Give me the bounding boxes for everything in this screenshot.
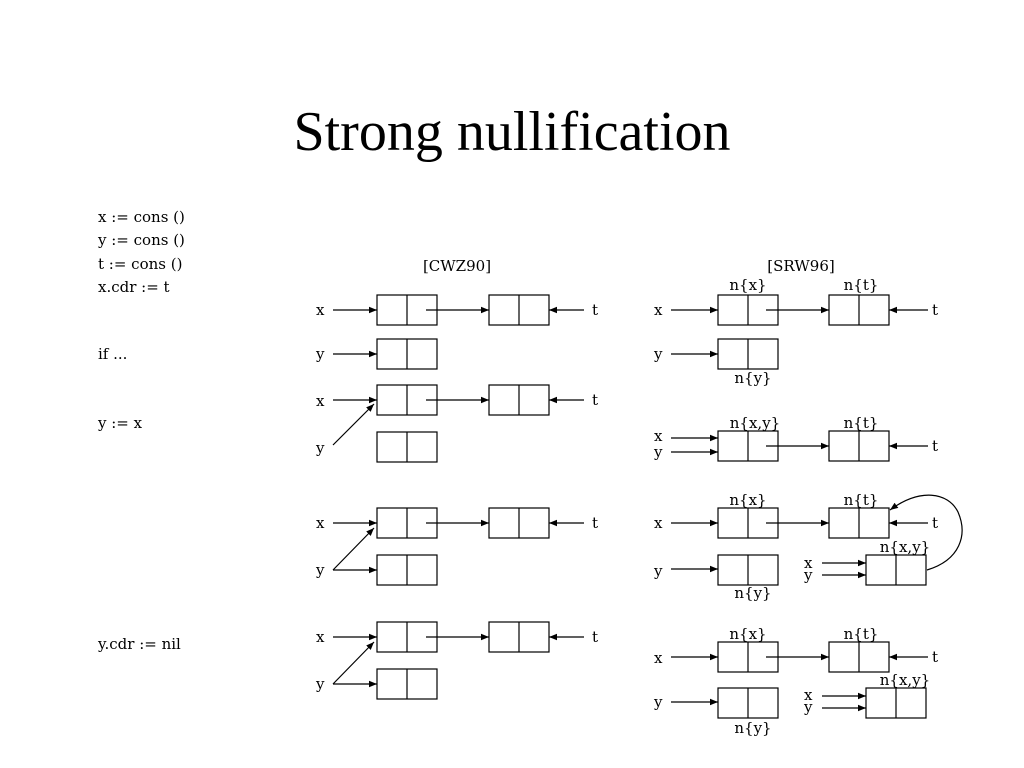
cons-cell	[828, 430, 890, 462]
cons-cell	[488, 507, 550, 539]
code-line: y := cons ()	[98, 231, 185, 249]
slide-title: Strong nullification	[293, 101, 731, 163]
cons-cell	[717, 554, 779, 586]
cons-cell	[865, 687, 927, 719]
var-label-y: y	[653, 693, 663, 711]
cons-cell	[488, 294, 550, 326]
cons-cell	[828, 294, 890, 326]
pointer-arrow	[889, 494, 963, 571]
cons-cell	[828, 507, 890, 539]
code-line: y.cdr := nil	[98, 635, 181, 653]
code-line: x.cdr := t	[98, 278, 170, 296]
var-label-x: x	[654, 649, 663, 667]
summary-node-label: n{y}	[734, 584, 771, 602]
summary-node-label: n{x,y}	[730, 414, 780, 432]
cons-cell	[376, 554, 438, 586]
var-label-y: y	[653, 345, 663, 363]
var-label-y: y	[315, 561, 325, 579]
var-label-y: y	[803, 698, 813, 716]
var-label-x: x	[316, 392, 325, 410]
var-label-y: y	[315, 675, 325, 693]
cons-cell	[717, 687, 779, 719]
var-label-x: x	[316, 301, 325, 319]
summary-node-label: n{t}	[844, 625, 879, 643]
var-label-x: x	[804, 554, 813, 572]
summary-node-label: n{x}	[729, 276, 766, 294]
var-label-x: x	[654, 427, 663, 445]
summary-node-label: n{x}	[729, 625, 766, 643]
var-label-t: t	[932, 301, 938, 319]
var-label-x: x	[804, 686, 813, 704]
cons-cell	[717, 338, 779, 370]
cons-cell	[488, 384, 550, 416]
summary-node-label: n{t}	[844, 491, 879, 509]
var-label-t: t	[932, 648, 938, 666]
pointer-arrow	[332, 527, 375, 571]
var-label-y: y	[803, 566, 813, 584]
cons-cell	[376, 668, 438, 700]
pointer-arrow	[332, 403, 375, 446]
summary-node-label: n{y}	[734, 369, 771, 387]
cons-cell	[828, 641, 890, 673]
var-label-y: y	[653, 562, 663, 580]
column-header-srw96: [SRW96]	[767, 257, 834, 275]
var-label-x: x	[316, 514, 325, 532]
summary-node-label: n{x,y}	[880, 671, 930, 689]
summary-node-label: n{t}	[844, 414, 879, 432]
var-label-t: t	[932, 437, 938, 455]
summary-node-label: n{x,y}	[880, 538, 930, 556]
var-label-t: t	[932, 514, 938, 532]
var-label-x: x	[654, 514, 663, 532]
var-label-t: t	[592, 301, 598, 319]
var-label-t: t	[592, 391, 598, 409]
summary-node-label: n{t}	[844, 276, 879, 294]
cons-cell	[376, 338, 438, 370]
code-line: x := cons ()	[98, 208, 185, 226]
var-label-x: x	[316, 628, 325, 646]
summary-node-label: n{x}	[729, 491, 766, 509]
code-line: t := cons ()	[98, 255, 183, 273]
var-label-x: x	[654, 301, 663, 319]
var-label-y: y	[315, 345, 325, 363]
column-header-cwz90: [CWZ90]	[423, 257, 491, 275]
var-label-y: y	[653, 443, 663, 461]
code-line: y := x	[98, 414, 143, 432]
cons-cell	[488, 621, 550, 653]
var-label-t: t	[592, 514, 598, 532]
pointer-arrow	[332, 641, 375, 685]
var-label-y: y	[315, 439, 325, 457]
cons-cell	[865, 554, 927, 586]
code-line: if ...	[98, 345, 128, 363]
cons-cell	[376, 431, 438, 463]
summary-node-label: n{y}	[734, 719, 771, 737]
var-label-t: t	[592, 628, 598, 646]
